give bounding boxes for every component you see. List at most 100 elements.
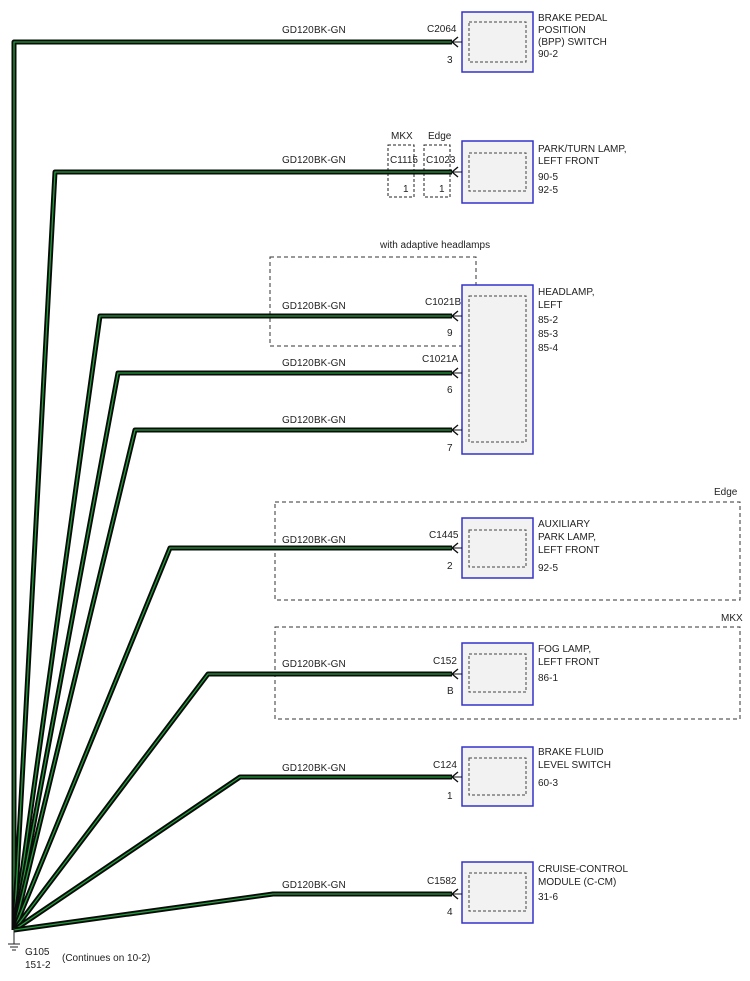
branch-7: GD120 BK-GN C152 B <box>282 656 457 697</box>
adaptive-headlamps-label: with adaptive headlamps <box>379 240 490 251</box>
component-label-line: CRUISE-CONTROL <box>538 864 628 875</box>
edge-region-label: Edge <box>714 487 738 498</box>
circuit-label: GD120 <box>282 301 314 312</box>
component-label-line: (BPP) SWITCH <box>538 37 607 48</box>
wire-stripe-9 <box>13 893 452 931</box>
component-park-turn-lamp: PARK/TURN LAMP, LEFT FRONT 90-5 92-5 <box>461 140 627 204</box>
pin-label: 7 <box>447 443 453 454</box>
wire-stripe-3 <box>13 315 452 931</box>
component-label-line: HEADLAMP, <box>538 287 595 298</box>
component-label-line: PARK/TURN LAMP, <box>538 144 627 155</box>
inline-connector-c1115-pin: 1 <box>403 184 409 195</box>
component-box <box>461 642 534 706</box>
component-box <box>461 140 534 204</box>
component-label-line: LEFT FRONT <box>538 545 599 556</box>
pin-label: 2 <box>447 561 453 572</box>
wire-stripe-1 <box>13 41 452 930</box>
ground-ref: 151-2 <box>25 960 51 971</box>
component-ref: 92-5 <box>538 563 558 574</box>
component-inner <box>468 872 527 912</box>
wire-stripe-7 <box>13 673 452 931</box>
wire-5 <box>11 427 452 931</box>
component-cruise-control-module: CRUISE-CONTROL MODULE (C-CM) 31-6 <box>461 861 628 924</box>
pin-label: B <box>447 686 454 697</box>
inline-connector-c1023-pin: 1 <box>439 184 445 195</box>
component-label-line: LEFT FRONT <box>538 156 599 167</box>
component-box <box>461 746 534 807</box>
circuit-label: GD120 <box>282 25 314 36</box>
connector-label: C1021A <box>422 354 458 365</box>
circuit-label: GD120 <box>282 155 314 166</box>
circuit-label: GD120 <box>282 535 314 546</box>
component-label-line: BRAKE PEDAL <box>538 13 608 24</box>
branch-2: GD120 BK-GN <box>282 155 346 166</box>
branch-9: GD120 BK-GN C1582 4 <box>282 876 457 918</box>
circuit-label: GD120 <box>282 415 314 426</box>
inline-connector-c1115-name: C1115 <box>390 155 418 166</box>
component-ref: 31-6 <box>538 892 558 903</box>
component-inner <box>468 295 527 443</box>
connector-label: C1582 <box>427 876 457 887</box>
connector-label: C152 <box>433 656 457 667</box>
wire-6 <box>11 545 452 931</box>
component-aux-park-lamp: AUXILIARY PARK LAMP, LEFT FRONT 92-5 <box>461 517 599 579</box>
component-box <box>461 517 534 579</box>
component-ref: 92-5 <box>538 185 558 196</box>
branch-3: GD120 BK-GN C1021B 9 <box>282 297 461 339</box>
wire-8 <box>12 774 452 933</box>
component-ref: 85-3 <box>538 329 558 340</box>
component-box <box>461 861 534 924</box>
component-inner <box>468 529 527 568</box>
component-label-line: LEVEL SWITCH <box>538 760 611 771</box>
pin-label: 6 <box>447 385 453 396</box>
edge-region <box>274 501 741 601</box>
pin-label: 3 <box>447 55 453 66</box>
component-label-line: LEFT FRONT <box>538 657 599 668</box>
edge-label: Edge <box>428 131 452 142</box>
connector-label: C124 <box>433 760 457 771</box>
branch-8: GD120 BK-GN C124 1 <box>282 760 457 802</box>
component-inner <box>468 152 527 192</box>
component-ref: 90-2 <box>538 49 558 60</box>
component-inner <box>468 21 527 63</box>
wire-stripe-8 <box>13 776 452 931</box>
component-ref: 90-5 <box>538 172 558 183</box>
color-label: BK-GN <box>314 155 346 166</box>
wire-stripe-4 <box>13 372 452 931</box>
component-inner <box>468 653 527 693</box>
pin-label: 1 <box>447 791 453 802</box>
ground-g105: G105 151-2 (Continues on 10-2) <box>8 928 150 971</box>
color-label: BK-GN <box>314 301 346 312</box>
color-label: BK-GN <box>314 880 346 891</box>
wire-stripe-6 <box>13 547 452 931</box>
branch-6: GD120 BK-GN C1445 2 <box>282 530 459 572</box>
component-inner <box>468 757 527 796</box>
color-label: BK-GN <box>314 659 346 670</box>
mkx-region-label: MKX <box>721 613 743 624</box>
component-label-line: BRAKE FLUID <box>538 747 604 758</box>
color-label: BK-GN <box>314 415 346 426</box>
ground-continues-note: (Continues on 10-2) <box>62 953 150 964</box>
wire-3 <box>11 313 452 931</box>
branch-5: GD120 BK-GN 7 <box>282 415 453 454</box>
branch-4: GD120 BK-GN C1021A 6 <box>282 354 458 396</box>
connector-label: C2064 <box>427 24 457 35</box>
circuit-label: GD120 <box>282 880 314 891</box>
pin-arrows <box>450 36 462 900</box>
wire-1 <box>11 39 452 930</box>
connector-label: C1445 <box>429 530 459 541</box>
component-label-line: FOG LAMP, <box>538 644 591 655</box>
color-label: BK-GN <box>314 535 346 546</box>
component-label-line: MODULE (C-CM) <box>538 877 616 888</box>
wire-2 <box>11 169 452 931</box>
component-fog-lamp: FOG LAMP, LEFT FRONT 86-1 <box>461 642 599 706</box>
circuit-label: GD120 <box>282 358 314 369</box>
wire-harness <box>11 39 452 933</box>
inline-connector-c1023-name: C1023 <box>426 155 456 166</box>
component-ref: 85-4 <box>538 343 558 354</box>
component-ref: 86-1 <box>538 673 558 684</box>
wire-stripe-5 <box>13 429 452 931</box>
pin-label: 4 <box>447 907 453 918</box>
component-ref: 60-3 <box>538 778 558 789</box>
